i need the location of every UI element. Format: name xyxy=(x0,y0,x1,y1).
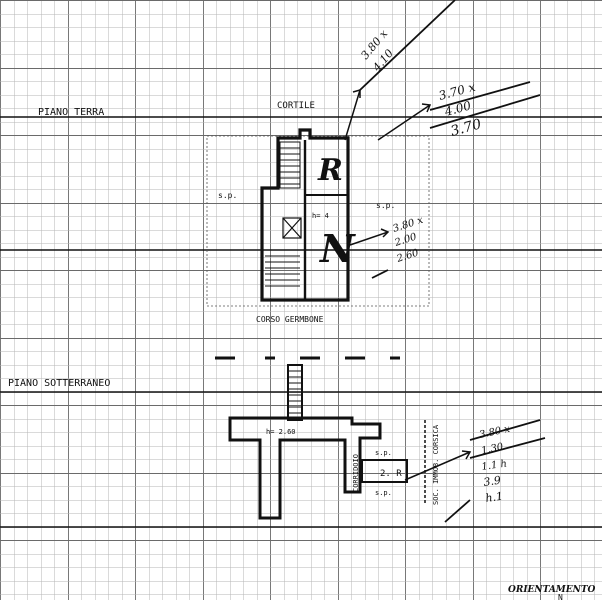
sp-label-right: s.p. xyxy=(376,201,395,210)
elevator-shaft xyxy=(282,217,302,239)
basement-stair xyxy=(287,364,303,421)
annotation-3: 3.80 x 2.00 2.60 xyxy=(392,215,425,265)
ground-floor-title: PIANO TERRA xyxy=(38,107,104,118)
unit-mark-r: R xyxy=(317,153,343,188)
ground-outer-wall xyxy=(260,128,350,302)
annotation-1: 3.80 x 4.10 xyxy=(358,27,396,75)
annotation-arrows xyxy=(344,89,472,481)
orientation-label: ORIENTAMENTO xyxy=(508,585,596,595)
annotation-3-line-1: 3.80 x xyxy=(392,215,425,235)
annotation-4-line-5: h.1 xyxy=(485,490,504,505)
ground-height-label: h= 4 xyxy=(312,212,329,220)
courtyard-label: CORTILE xyxy=(277,101,315,111)
basement-title: PIANO SOTTERRANEO xyxy=(8,378,110,389)
basement-height-label: h= 2.60 xyxy=(266,428,296,436)
cellar-room-label: 2. R xyxy=(380,469,402,479)
ground-stair xyxy=(279,141,301,189)
north-label: N xyxy=(558,593,563,600)
sp-label-left: s.p. xyxy=(218,191,237,200)
cellar-room xyxy=(361,459,408,483)
annotation-4: 3.80 x 1.30 1.1 h 3.9 h.1 xyxy=(478,424,511,505)
annotation-2-line-3: 3.70 xyxy=(449,116,483,140)
sp-label-basement-1: s.p. xyxy=(375,449,392,457)
unit-mark-n: N xyxy=(319,226,356,271)
annotation-4-line-3: 1.1 h xyxy=(481,459,508,473)
basement-plan xyxy=(215,356,426,520)
ground-floor-plan: R N xyxy=(206,128,430,307)
main-horizontal-lines xyxy=(0,116,602,528)
ground-lower-stair xyxy=(265,255,300,287)
street-label: CORSO GERMBONE xyxy=(256,315,324,324)
annotation-4-line-1: 3.80 x xyxy=(478,424,511,441)
corridor-label: CORRIDOIO xyxy=(352,454,360,492)
basement-outline xyxy=(228,416,382,520)
sp-label-basement-2: s.p. xyxy=(375,489,392,497)
neighbor-owner-label: SOC. IMMOB. CORSICA xyxy=(432,424,440,505)
annotation-4-line-2: 1.30 xyxy=(480,441,505,457)
handwritten-strokes xyxy=(359,0,546,523)
annotation-2: 3.70 x 4.00 3.70 xyxy=(437,80,483,140)
annotation-4-line-4: 3.9 xyxy=(483,474,502,489)
